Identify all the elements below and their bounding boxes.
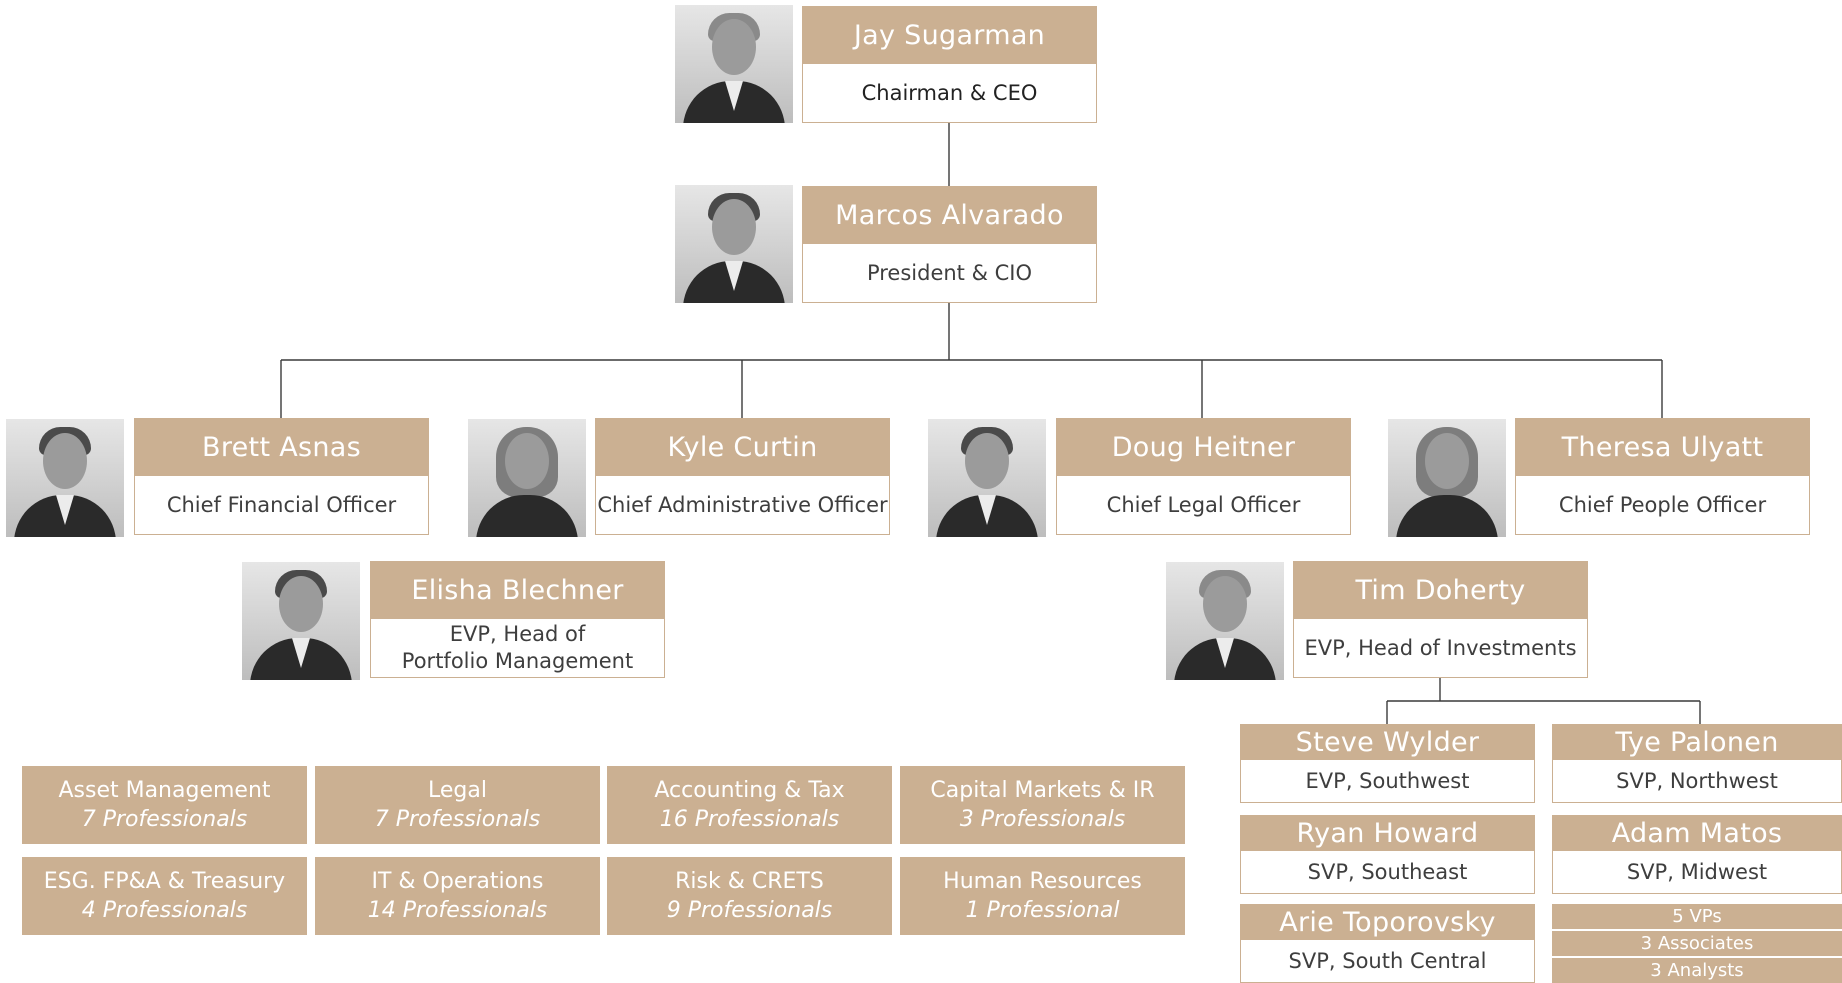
team-risk-crets: Risk & CRETS 9 Professionals xyxy=(607,857,892,935)
brett-asnas-photo xyxy=(6,419,124,537)
team-risk-crets-count: 9 Professionals xyxy=(666,898,833,923)
team-capital-markets-ir-count: 3 Professionals xyxy=(959,807,1126,832)
tye-palonen-card: Tye Palonen SVP, Northwest xyxy=(1552,724,1842,803)
staff-associates: 3 Associates xyxy=(1552,931,1842,956)
jay-sugarman-name: Jay Sugarman xyxy=(803,7,1096,64)
ryan-howard-name: Ryan Howard xyxy=(1241,816,1534,851)
elisha-blechner-name: Elisha Blechner xyxy=(371,562,664,619)
jay-sugarman-title: Chairman & CEO xyxy=(861,80,1038,105)
steve-wylder-card: Steve Wylder EVP, Southwest xyxy=(1240,724,1535,803)
staff-analysts: 3 Analysts xyxy=(1552,958,1842,983)
tim-doherty-card: Tim Doherty EVP, Head of Investments xyxy=(1293,561,1588,678)
kyle-curtin-name: Kyle Curtin xyxy=(596,419,889,476)
kyle-curtin-title: Chief Administrative Officer xyxy=(597,492,888,517)
tim-doherty-title: EVP, Head of Investments xyxy=(1304,635,1577,660)
team-human-resources: Human Resources 1 Professional xyxy=(900,857,1185,935)
doug-heitner-name: Doug Heitner xyxy=(1057,419,1350,476)
team-legal-count: 7 Professionals xyxy=(374,807,541,832)
doug-heitner-photo xyxy=(928,419,1046,537)
steve-wylder-title: EVP, Southwest xyxy=(1305,768,1470,793)
team-risk-crets-dept: Risk & CRETS xyxy=(675,869,824,894)
team-esg-fpa-treasury: ESG. FP&A & Treasury 4 Professionals xyxy=(22,857,307,935)
adam-matos-card: Adam Matos SVP, Midwest xyxy=(1552,815,1842,894)
jay-sugarman-card: Jay Sugarman Chairman & CEO xyxy=(802,6,1097,123)
team-asset-management-count: 7 Professionals xyxy=(81,807,248,832)
team-human-resources-dept: Human Resources xyxy=(943,869,1142,894)
theresa-ulyatt-name: Theresa Ulyatt xyxy=(1516,419,1809,476)
staff-vps: 5 VPs xyxy=(1552,904,1842,929)
kyle-curtin-photo xyxy=(468,419,586,537)
team-it-operations-dept: IT & Operations xyxy=(371,869,544,894)
team-asset-management: Asset Management 7 Professionals xyxy=(22,766,307,844)
arie-toporovsky-name: Arie Toporovsky xyxy=(1241,905,1534,940)
tye-palonen-title: SVP, Northwest xyxy=(1616,768,1778,793)
team-it-operations-count: 14 Professionals xyxy=(367,898,548,923)
team-it-operations: IT & Operations 14 Professionals xyxy=(315,857,600,935)
arie-toporovsky-title: SVP, South Central xyxy=(1288,948,1487,973)
team-esg-fpa-treasury-count: 4 Professionals xyxy=(81,898,248,923)
ryan-howard-title: SVP, Southeast xyxy=(1307,859,1468,884)
brett-asnas-card: Brett Asnas Chief Financial Officer xyxy=(134,418,429,535)
brett-asnas-name: Brett Asnas xyxy=(135,419,428,476)
team-legal: Legal 7 Professionals xyxy=(315,766,600,844)
theresa-ulyatt-title: Chief People Officer xyxy=(1558,492,1767,517)
adam-matos-title: SVP, Midwest xyxy=(1626,859,1768,884)
arie-toporovsky-card: Arie Toporovsky SVP, South Central xyxy=(1240,904,1535,983)
doug-heitner-title: Chief Legal Officer xyxy=(1106,492,1301,517)
brett-asnas-title: Chief Financial Officer xyxy=(166,492,397,517)
theresa-ulyatt-card: Theresa Ulyatt Chief People Officer xyxy=(1515,418,1810,535)
team-human-resources-count: 1 Professional xyxy=(965,898,1120,923)
team-asset-management-dept: Asset Management xyxy=(58,778,271,803)
theresa-ulyatt-photo xyxy=(1388,419,1506,537)
team-accounting-tax: Accounting & Tax 16 Professionals xyxy=(607,766,892,844)
team-legal-dept: Legal xyxy=(428,778,487,803)
investment-staff-stack: 5 VPs 3 Associates 3 Analysts xyxy=(1552,904,1842,983)
tim-doherty-name: Tim Doherty xyxy=(1294,562,1587,619)
elisha-blechner-photo xyxy=(242,562,360,680)
team-accounting-tax-count: 16 Professionals xyxy=(659,807,840,832)
marcos-alvarado-name: Marcos Alvarado xyxy=(803,187,1096,244)
adam-matos-name: Adam Matos xyxy=(1553,816,1841,851)
marcos-alvarado-photo xyxy=(675,185,793,303)
ryan-howard-card: Ryan Howard SVP, Southeast xyxy=(1240,815,1535,894)
elisha-blechner-card: Elisha Blechner EVP, Head of Portfolio M… xyxy=(370,561,665,678)
team-capital-markets-ir: Capital Markets & IR 3 Professionals xyxy=(900,766,1185,844)
tye-palonen-name: Tye Palonen xyxy=(1553,725,1841,760)
kyle-curtin-card: Kyle Curtin Chief Administrative Officer xyxy=(595,418,890,535)
team-capital-markets-ir-dept: Capital Markets & IR xyxy=(930,778,1155,803)
jay-sugarman-photo xyxy=(675,5,793,123)
marcos-alvarado-title: President & CIO xyxy=(866,260,1033,285)
team-accounting-tax-dept: Accounting & Tax xyxy=(654,778,845,803)
marcos-alvarado-card: Marcos Alvarado President & CIO xyxy=(802,186,1097,303)
team-esg-fpa-treasury-dept: ESG. FP&A & Treasury xyxy=(43,869,286,894)
steve-wylder-name: Steve Wylder xyxy=(1241,725,1534,760)
tim-doherty-photo xyxy=(1166,562,1284,680)
elisha-blechner-title: EVP, Head of Portfolio Management xyxy=(401,622,634,673)
doug-heitner-card: Doug Heitner Chief Legal Officer xyxy=(1056,418,1351,535)
